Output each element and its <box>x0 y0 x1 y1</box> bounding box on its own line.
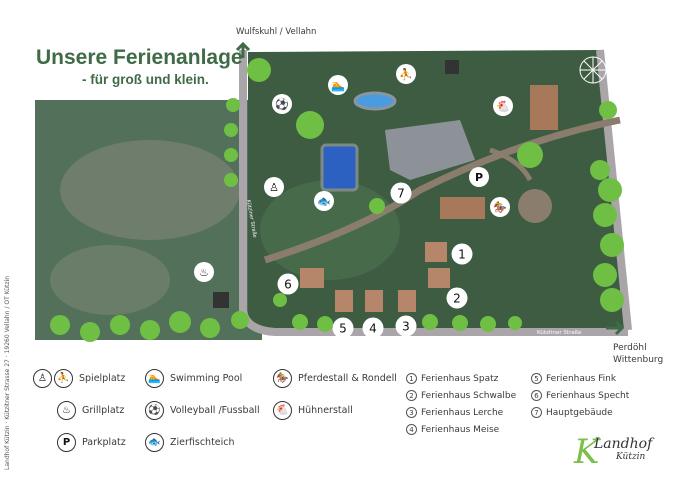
path-main <box>263 116 621 264</box>
house-marker-1[interactable]: 1 <box>451 243 473 265</box>
legend-label: Volleyball /Fussball <box>170 405 260 416</box>
chicken-icon: 🐔 <box>273 401 292 420</box>
lawn <box>260 180 400 280</box>
house-marker-7[interactable]: 7 <box>390 182 412 204</box>
parking-icon: P <box>57 433 76 452</box>
house-1 <box>425 242 447 262</box>
legend-label: Ferienhaus Meise <box>421 424 500 435</box>
number-badge: 5 <box>531 373 542 384</box>
legend-house-1: 1 Ferienhaus Spatz <box>406 373 498 384</box>
number-badge: 4 <box>406 424 417 435</box>
barn-building <box>530 85 558 130</box>
legend-grill: ♨ Grillplatz <box>57 401 124 420</box>
legend-fish: 🐟 Zierfischteich <box>145 433 235 452</box>
house-2 <box>428 268 450 288</box>
parking-icon[interactable]: P <box>469 167 489 187</box>
legend-house-6: 6 Ferienhaus Specht <box>531 390 629 401</box>
fish-icon: 🐟 <box>145 433 164 452</box>
legend-label: Ferienhaus Specht <box>546 390 630 401</box>
swimming-icon: 🏊 <box>145 369 164 388</box>
horse-icon[interactable]: 🏇 <box>490 197 510 217</box>
number-badge: 6 <box>531 390 542 401</box>
legend-house-2: 2 Ferienhaus Schwalbe <box>406 390 516 401</box>
legend-horse: 🏇 Pferdestall & Rondell <box>273 369 397 388</box>
legend-volleyball: ⚽ Volleyball /Fussball <box>145 401 260 420</box>
legend-house-4: 4 Ferienhaus Meise <box>406 424 499 435</box>
volleyball-icon[interactable]: ⚽ <box>272 94 292 114</box>
legend-house-7: 7 Hauptgebäude <box>531 407 613 418</box>
number-badge: 1 <box>406 373 417 384</box>
legend-label: Parkplatz <box>82 437 126 448</box>
playground-icon: ⛹ <box>54 369 73 388</box>
number-badge: 7 <box>531 407 542 418</box>
legend-label: Grillplatz <box>82 405 125 416</box>
swimming-pool <box>353 91 397 111</box>
page-subtitle: - für groß und klein. <box>82 72 209 87</box>
house-5 <box>335 290 353 312</box>
number-badge: 2 <box>406 390 417 401</box>
swing-icon: ♙ <box>33 369 52 388</box>
fish-icon[interactable]: 🐟 <box>314 191 334 211</box>
legend-playground: ♙⛹ Spielplatz <box>33 369 125 388</box>
arrow-east <box>606 320 625 336</box>
house-marker-2[interactable]: 2 <box>446 287 468 309</box>
page-title: Unsere Ferienanlage <box>36 46 243 69</box>
playground-icon[interactable]: ⛹ <box>396 64 416 84</box>
legend-label: Zierfischteich <box>170 437 235 448</box>
field-patch <box>50 245 170 315</box>
destination-north: Wulfskuhl / Vellahn <box>236 27 317 37</box>
house-3 <box>398 290 416 312</box>
legend-label: Swimming Pool <box>170 373 243 384</box>
grill-icon[interactable]: ♨ <box>194 262 214 282</box>
legend-label: Ferienhaus Lerche <box>421 407 504 418</box>
field-patch <box>60 140 240 240</box>
destination-east: Perdöhl Wittenburg <box>613 342 663 366</box>
number-badge: 3 <box>406 407 417 418</box>
stable-building <box>440 197 485 219</box>
legend-label: Ferienhaus Spatz <box>421 373 499 384</box>
legend-label: Hauptgebäude <box>546 407 613 418</box>
road-west <box>239 50 628 336</box>
horse-icon: 🏇 <box>273 369 292 388</box>
house-6 <box>300 268 324 288</box>
destination-east-line1: Perdöhl <box>613 343 647 353</box>
house-marker-4[interactable]: 4 <box>362 317 384 339</box>
legend-label: Ferienhaus Fink <box>546 373 617 384</box>
fish-pond <box>320 143 359 192</box>
swing-icon[interactable]: ♙ <box>264 177 284 197</box>
house-marker-3[interactable]: 3 <box>395 315 417 337</box>
road-label-south: Kützitner Straße <box>537 330 582 336</box>
shed <box>213 292 229 308</box>
path-branch <box>489 147 533 182</box>
shed <box>445 60 459 74</box>
logo-line2: Kützin <box>616 452 646 462</box>
swimming-icon[interactable]: 🏊 <box>328 75 348 95</box>
legend-label: Hühnerstall <box>298 405 353 416</box>
logo-mark: K <box>574 432 600 472</box>
grill-icon: ♨ <box>57 401 76 420</box>
legend-house-3: 3 Ferienhaus Lerche <box>406 407 503 418</box>
legend-label: Pferdestall & Rondell <box>298 373 397 384</box>
chicken-icon[interactable]: 🐔 <box>493 96 513 116</box>
main-building <box>385 120 475 180</box>
trees <box>50 58 624 342</box>
destination-east-line2: Wittenburg <box>613 355 664 365</box>
legend-parking: P Parkplatz <box>57 433 126 452</box>
legend-chicken: 🐔 Hühnerstall <box>273 401 353 420</box>
house-marker-5[interactable]: 5 <box>332 317 354 339</box>
arrow-north <box>235 41 251 58</box>
legend-label: Ferienhaus Schwalbe <box>421 390 517 401</box>
legend-house-5: 5 Ferienhaus Fink <box>531 373 616 384</box>
legend-label: Spielplatz <box>79 373 126 384</box>
logo-line1: Landhof <box>594 436 653 452</box>
volleyball-icon: ⚽ <box>145 401 164 420</box>
legend-swimming: 🏊 Swimming Pool <box>145 369 242 388</box>
riding-rondell <box>518 189 552 223</box>
house-4 <box>365 290 383 312</box>
house-marker-6[interactable]: 6 <box>277 273 299 295</box>
compass-rose-icon <box>579 56 607 84</box>
